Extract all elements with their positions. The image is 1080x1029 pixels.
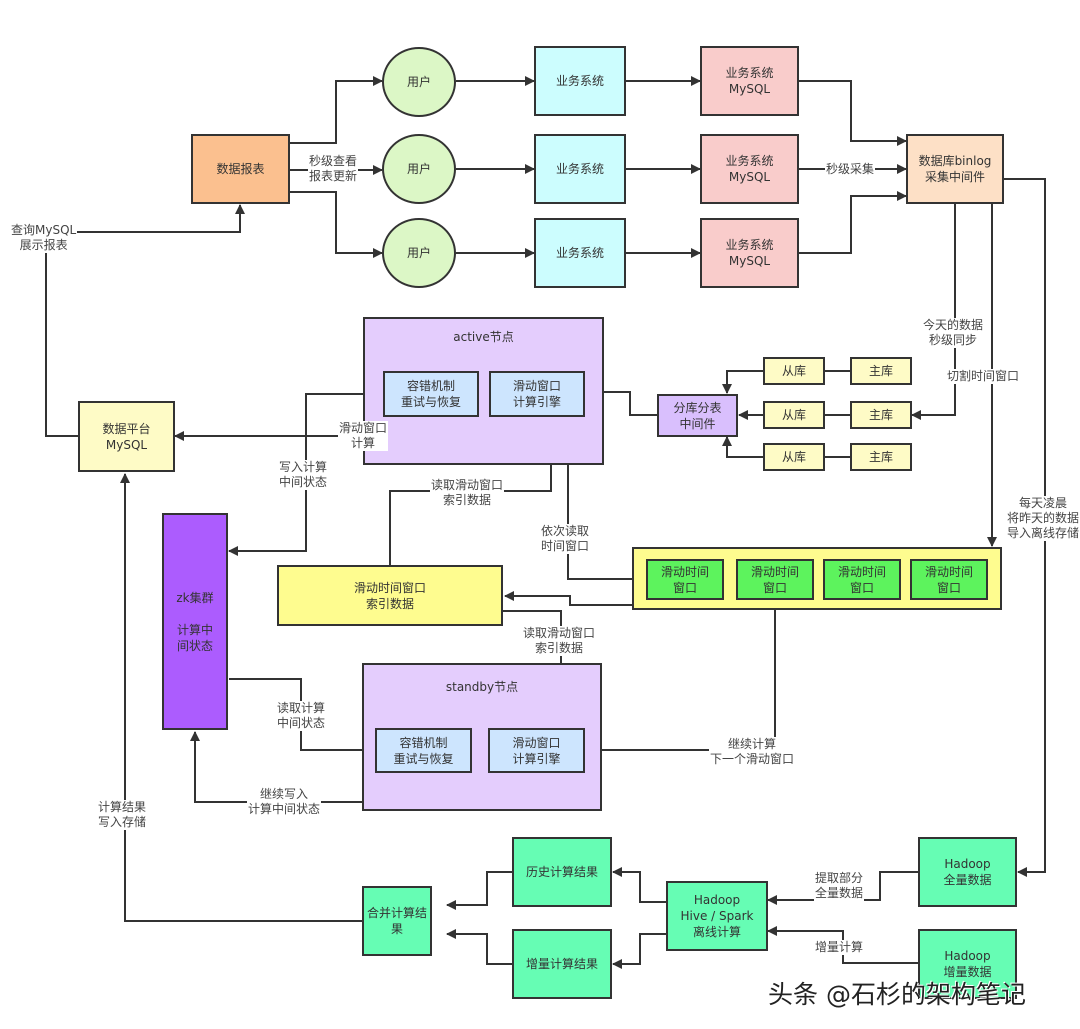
business-system-1: 业务系统 bbox=[534, 46, 626, 116]
master-db-3: 主库 bbox=[850, 443, 912, 471]
hadoop-offline-compute: Hadoop Hive / Spark 离线计算 bbox=[666, 881, 768, 951]
edge-windows-active bbox=[563, 417, 645, 580]
edge-windows-index bbox=[504, 591, 632, 606]
label-read-index-active: 读取滑动窗口 索引数据 bbox=[430, 478, 505, 508]
label-nightly-import: 每天凌晨 将昨天的数据 导入离线存储 bbox=[1006, 496, 1080, 541]
label-view-report: 秒级查看 报表更新 bbox=[308, 154, 359, 184]
edge-slave1-shard bbox=[722, 370, 763, 394]
label-window-compute: 滑动窗口 计算 bbox=[338, 421, 389, 451]
standby-fault-tolerance: 容错机制 重试与恢复 bbox=[375, 728, 472, 773]
label-write-result: 计算结果 写入存储 bbox=[97, 800, 148, 830]
label-incremental-compute: 增量计算 bbox=[814, 940, 865, 955]
standby-node-title: standby节点 bbox=[445, 680, 519, 694]
edge-mysql1-binlog bbox=[799, 80, 907, 146]
edge-compute-incremental bbox=[612, 933, 666, 969]
standby-window-engine: 滑动窗口 计算引擎 bbox=[488, 728, 585, 773]
user-circle-3: 用户 bbox=[382, 218, 456, 288]
label-second-collect: 秒级采集 bbox=[825, 162, 876, 177]
slave-db-2: 从库 bbox=[763, 401, 825, 429]
business-mysql-2: 业务系统 MySQL bbox=[700, 134, 799, 204]
sliding-window-2: 滑动时间 窗口 bbox=[736, 559, 814, 600]
sliding-window-index: 滑动时间窗口 索引数据 bbox=[277, 565, 503, 626]
active-window-engine: 滑动窗口 计算引擎 bbox=[489, 371, 585, 417]
edge-compute-history bbox=[612, 867, 666, 903]
history-result: 历史计算结果 bbox=[512, 837, 612, 907]
watermark-text: 头条 @石杉的架构笔记 bbox=[768, 980, 1026, 1009]
label-read-windows: 依次读取 时间窗口 bbox=[540, 524, 591, 554]
edge-window2-standby bbox=[590, 600, 776, 755]
business-system-2: 业务系统 bbox=[534, 134, 626, 204]
hadoop-full-data: Hadoop 全量数据 bbox=[918, 837, 1017, 907]
edge-slave3-shard bbox=[722, 436, 763, 458]
sliding-window-4: 滑动时间 窗口 bbox=[910, 559, 988, 600]
label-read-state: 读取计算 中间状态 bbox=[276, 701, 327, 731]
hadoop-incremental-data: Hadoop 增量数据 bbox=[918, 929, 1017, 999]
business-mysql-1: 业务系统 MySQL bbox=[700, 46, 799, 116]
label-query-mysql: 查询MySQL 展示报表 bbox=[10, 223, 78, 253]
edge-history-merge bbox=[446, 871, 513, 910]
label-continue-compute: 继续计算 下一个滑动窗口 bbox=[709, 737, 796, 767]
master-db-1: 主库 bbox=[850, 357, 912, 385]
business-system-3: 业务系统 bbox=[534, 218, 626, 288]
report-box: 数据报表 bbox=[191, 134, 290, 204]
edge-binlog-master2 bbox=[911, 203, 956, 420]
user-circle-2: 用户 bbox=[382, 134, 456, 204]
sliding-window-3: 滑动时间 窗口 bbox=[823, 559, 901, 600]
label-split-window: 切割时间窗口 bbox=[946, 369, 1021, 384]
zk-cluster: zk集群 计算中 间状态 bbox=[162, 513, 228, 730]
binlog-middleware: 数据库binlog 采集中间件 bbox=[906, 134, 1004, 204]
label-extract-full: 提取部分 全量数据 bbox=[814, 871, 865, 901]
active-fault-tolerance: 容错机制 重试与恢复 bbox=[383, 371, 479, 417]
label-today-sync: 今天的数据 秒级同步 bbox=[922, 318, 985, 348]
label-continue-write: 继续写入 计算中间状态 bbox=[247, 787, 322, 817]
edge-report-user1 bbox=[290, 76, 383, 144]
shard-middleware: 分库分表 中间件 bbox=[657, 394, 738, 437]
label-write-state: 写入计算 中间状态 bbox=[278, 460, 329, 490]
master-db-2: 主库 bbox=[850, 401, 912, 429]
edge-mysql3-binlog bbox=[799, 191, 907, 254]
edge-merge-platform bbox=[120, 473, 362, 922]
edge-shard-active bbox=[589, 387, 657, 416]
merge-result: 合并计算结果 bbox=[362, 886, 432, 956]
edge-incremental-merge bbox=[446, 929, 513, 965]
slave-db-1: 从库 bbox=[763, 357, 825, 385]
user-circle-1: 用户 bbox=[382, 47, 456, 117]
slave-db-3: 从库 bbox=[763, 443, 825, 471]
sliding-window-1: 滑动时间 窗口 bbox=[646, 559, 724, 600]
active-node-title: active节点 bbox=[453, 330, 514, 344]
business-mysql-3: 业务系统 MySQL bbox=[700, 218, 799, 288]
label-read-index-standby: 读取滑动窗口 索引数据 bbox=[522, 626, 597, 656]
platform-mysql: 数据平台 MySQL bbox=[78, 401, 175, 472]
edge-report-user3 bbox=[290, 191, 383, 258]
incremental-result: 增量计算结果 bbox=[512, 929, 612, 999]
